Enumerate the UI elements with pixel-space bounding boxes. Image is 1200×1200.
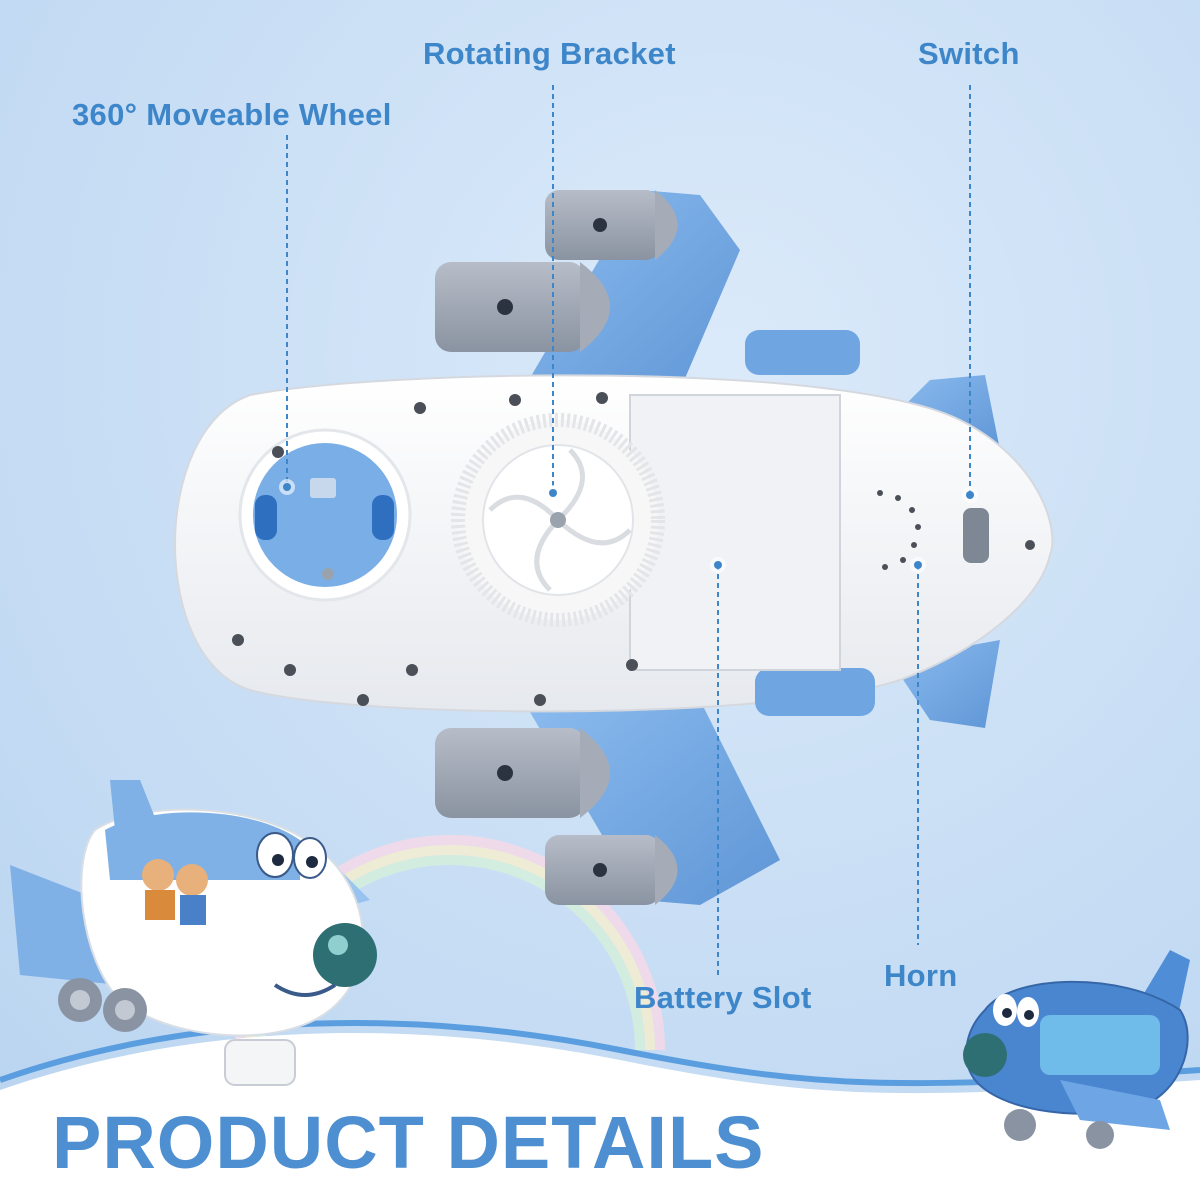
callout-dots [279,479,978,573]
plane-toy-side-view [10,780,377,1086]
callout-label-battery: Battery Slot [634,980,812,1015]
callout-label-bracket: Rotating Bracket [423,36,676,71]
callout-label-wheel: 360° Moveable Wheel [72,97,392,132]
callout-lines [286,85,971,975]
wave-decor [0,1019,1200,1200]
page-title: PRODUCT DETAILS [52,1101,765,1184]
callout-label-horn: Horn [884,958,958,993]
plane-toy-bottom-view [174,190,1054,905]
plane-toy-lit-view [963,950,1190,1149]
callout-label-switch: Switch [918,36,1020,71]
